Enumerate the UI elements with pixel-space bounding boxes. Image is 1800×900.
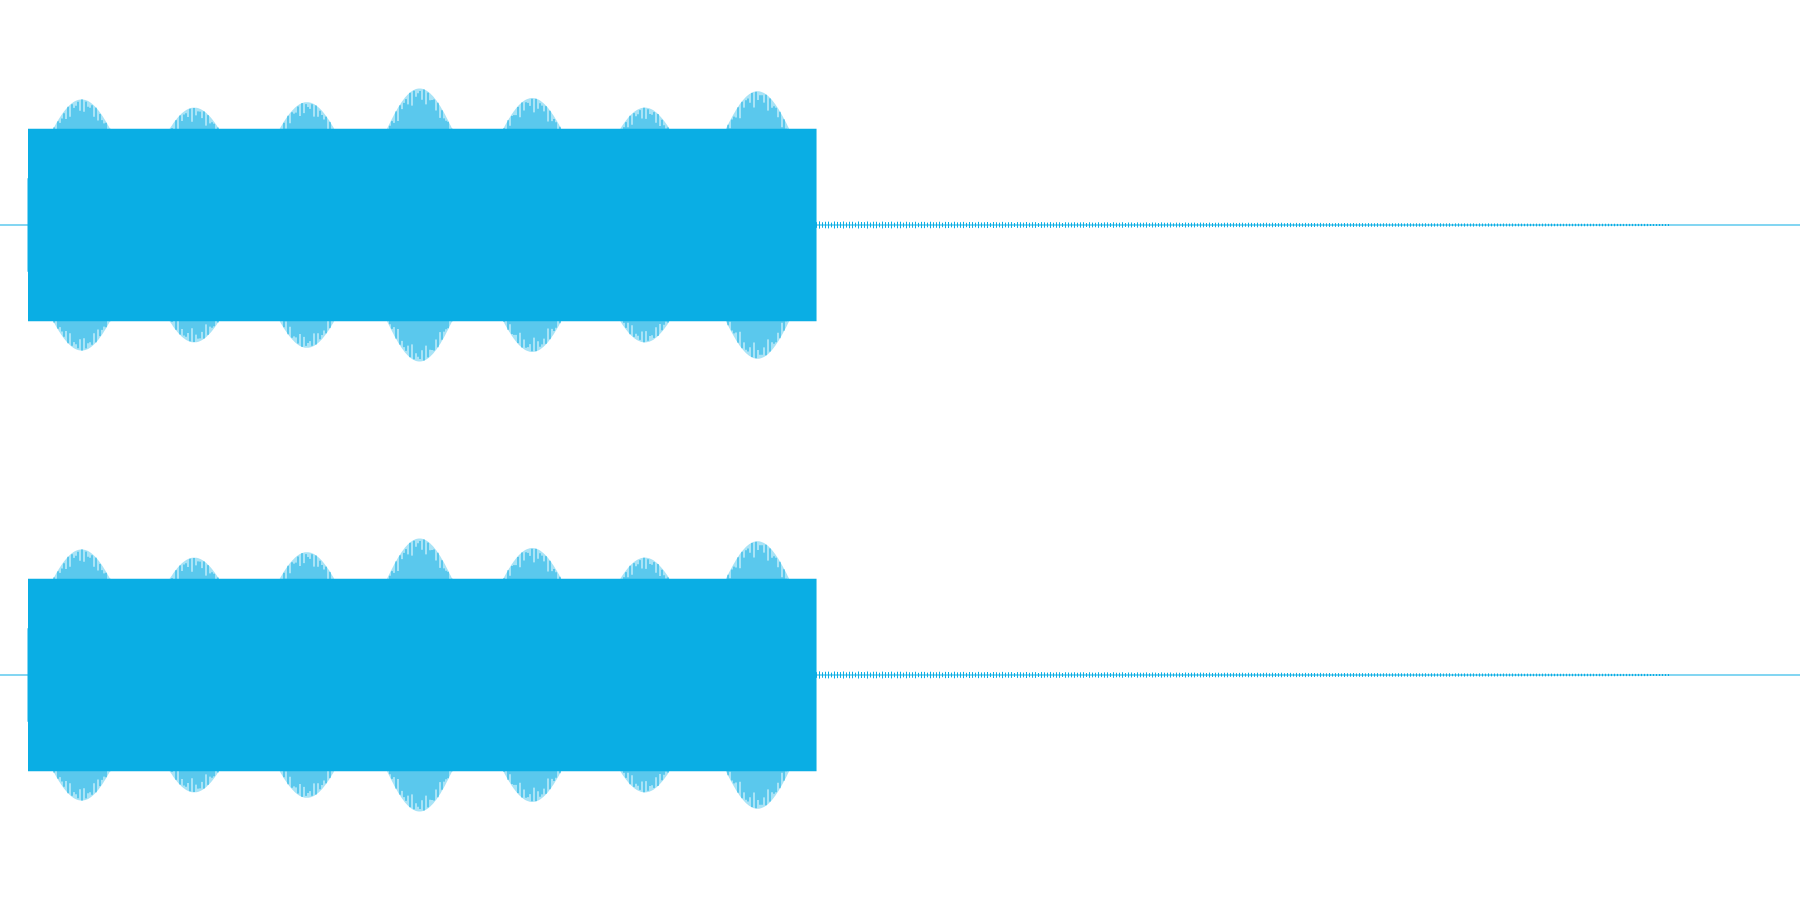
waveform-tail (816, 221, 1669, 229)
waveform-channel-1 (0, 88, 1800, 362)
waveform-core (28, 128, 817, 322)
waveform-core (28, 578, 817, 772)
waveform-channel-2 (0, 538, 1800, 812)
waveform-tail (816, 671, 1669, 679)
